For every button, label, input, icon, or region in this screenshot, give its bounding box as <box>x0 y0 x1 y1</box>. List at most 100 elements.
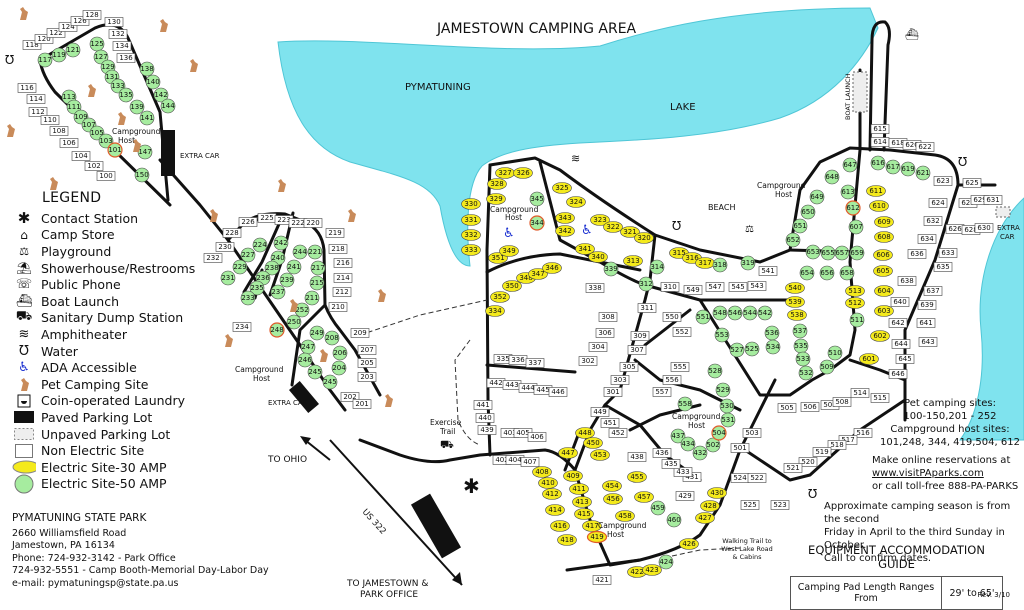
campsite-non[interactable]: 630 <box>974 223 994 233</box>
campsite-50[interactable]: 246 <box>297 352 313 368</box>
campsite-non[interactable]: 110 <box>40 115 60 125</box>
campsite-50[interactable]: 542 <box>757 305 773 321</box>
campsite-30[interactable]: 603 <box>874 305 894 317</box>
campsite-30[interactable]: 340 <box>588 251 608 263</box>
campsite-non[interactable]: 203 <box>357 372 377 382</box>
campsite-30[interactable]: 347 <box>528 268 548 280</box>
campsite-non[interactable]: 108 <box>49 126 69 136</box>
campsite-non[interactable]: 514 <box>850 388 870 398</box>
campsite-non[interactable]: 520 <box>798 457 818 467</box>
campsite-non[interactable]: 433 <box>673 467 693 477</box>
campsite-30[interactable]: 346 <box>542 262 562 274</box>
campsite-50[interactable]: 613 <box>840 184 856 200</box>
campsite-50[interactable]: 533 <box>795 351 811 367</box>
campsite-non[interactable]: 232 <box>203 253 223 263</box>
campsite-non[interactable]: 225 <box>257 213 277 223</box>
campsite-non[interactable]: 516 <box>853 428 873 438</box>
campsite-50[interactable]: 344 <box>529 215 545 231</box>
campsite-30[interactable]: 448 <box>575 427 595 439</box>
campsite-30[interactable]: 331 <box>461 214 481 226</box>
campsite-30[interactable]: 330 <box>461 198 481 210</box>
campsite-50[interactable]: 652 <box>785 232 801 248</box>
campsite-non[interactable]: 641 <box>916 318 936 328</box>
campsite-50[interactable]: 551 <box>695 309 711 325</box>
campsite-non[interactable]: 306 <box>595 328 615 338</box>
campsite-non[interactable]: 518 <box>827 440 847 450</box>
campsite-50[interactable]: 647 <box>842 157 858 173</box>
campsite-50[interactable]: 235 <box>249 280 265 296</box>
campsite-30[interactable]: 414 <box>545 504 565 516</box>
campsite-non[interactable]: 309 <box>630 331 650 341</box>
campsite-50[interactable]: 534 <box>765 339 781 355</box>
campsite-non[interactable]: 521 <box>783 463 803 473</box>
campsite-50[interactable]: 459 <box>650 500 666 516</box>
campsite-non[interactable]: 503 <box>742 428 762 438</box>
campsite-non[interactable]: 646 <box>888 369 908 379</box>
campsite-50[interactable]: 525 <box>744 341 760 357</box>
campsite-30[interactable]: 321 <box>620 226 640 238</box>
campsite-non[interactable]: 643 <box>918 337 938 347</box>
campsite-non[interactable]: 438 <box>627 452 647 462</box>
campsite-non[interactable]: 220 <box>303 218 323 228</box>
campsite-non[interactable]: 130 <box>104 17 124 27</box>
campsite-50[interactable]: 319 <box>740 255 756 271</box>
campsite-non[interactable]: 624 <box>928 198 948 208</box>
campsite-non[interactable]: 132 <box>108 29 128 39</box>
campsite-non[interactable]: 205 <box>357 358 377 368</box>
campsite-non[interactable]: 639 <box>917 300 937 310</box>
campsite-non[interactable]: 311 <box>637 303 657 313</box>
campsite-50[interactable]: 204 <box>331 360 347 376</box>
campsite-non[interactable]: 210 <box>328 302 348 312</box>
campsite-50[interactable]: 659 <box>849 245 865 261</box>
campsite-non[interactable]: 100 <box>96 171 116 181</box>
campsite-50[interactable]: 237 <box>270 284 286 300</box>
campsite-non[interactable]: 134 <box>112 41 132 51</box>
campsite-non[interactable]: 406 <box>527 432 547 442</box>
campsite-non[interactable]: 525 <box>740 500 760 510</box>
campsite-30[interactable]: 610 <box>869 200 889 212</box>
campsite-non[interactable]: 136 <box>116 53 136 63</box>
campsite-30[interactable]: 343 <box>555 212 575 224</box>
campsite-non[interactable]: 302 <box>578 356 598 366</box>
campsite-50[interactable]: 211 <box>304 290 320 306</box>
campsite-non[interactable]: 126 <box>70 16 90 26</box>
campsite-50[interactable]: 658 <box>839 265 855 281</box>
campsite-50[interactable]: 434 <box>680 436 696 452</box>
campsite-non[interactable]: 338 <box>585 283 605 293</box>
campsite-non[interactable]: 549 <box>683 285 703 295</box>
campsite-30[interactable]: 609 <box>874 216 894 228</box>
campsite-50[interactable]: 217 <box>310 260 326 276</box>
campsite-30[interactable]: 417 <box>582 520 602 532</box>
campsite-non[interactable]: 234 <box>232 322 252 332</box>
campsite-non[interactable]: 104 <box>71 151 91 161</box>
campsite-50[interactable]: 558 <box>677 396 693 412</box>
campsite-50[interactable]: 248 <box>269 322 285 338</box>
campsite-50[interactable]: 247 <box>300 339 316 355</box>
campsite-50[interactable]: 312 <box>638 276 654 292</box>
campsite-non[interactable]: 307 <box>627 345 647 355</box>
campsite-50[interactable]: 231 <box>220 270 236 286</box>
campsite-50[interactable]: 531 <box>720 412 736 428</box>
campsite-non[interactable]: 124 <box>58 22 78 32</box>
campsite-non[interactable]: 636 <box>907 249 927 259</box>
campsite-non[interactable]: 644 <box>891 339 911 349</box>
campsite-30[interactable]: 409 <box>563 470 583 482</box>
campsite-30[interactable]: 416 <box>550 520 570 532</box>
campsite-non[interactable]: 102 <box>84 161 104 171</box>
campsite-non[interactable]: 443 <box>502 380 522 390</box>
campsite-non[interactable]: 637 <box>923 286 943 296</box>
campsite-non[interactable]: 550 <box>662 312 682 322</box>
campsite-non[interactable]: 216 <box>333 258 353 268</box>
campsite-non[interactable]: 421 <box>592 575 612 585</box>
campsite-50[interactable]: 528 <box>707 363 723 379</box>
campsite-non[interactable]: 451 <box>600 418 620 428</box>
campsite-non[interactable]: 407 <box>520 457 540 467</box>
campsite-non[interactable]: 543 <box>747 281 767 291</box>
campsite-non[interactable]: 645 <box>895 354 915 364</box>
campsite-30[interactable]: 456 <box>603 493 623 505</box>
campsite-non[interactable]: 555 <box>670 362 690 372</box>
campsite-50[interactable]: 546 <box>727 305 743 321</box>
campsite-30[interactable]: 540 <box>785 282 805 294</box>
campsite-30[interactable]: 349 <box>499 245 519 257</box>
campsite-non[interactable]: 230 <box>215 242 235 252</box>
